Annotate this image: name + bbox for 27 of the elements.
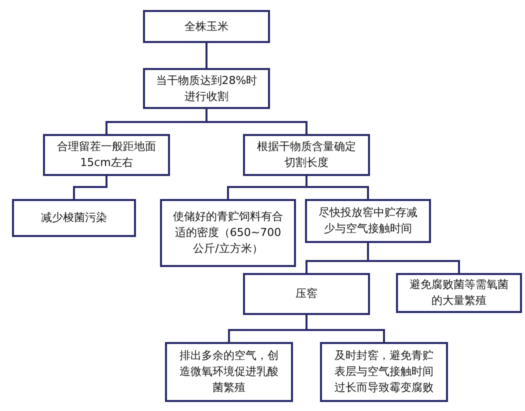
box-text: 及时封窖，避免青贮表层与空气接触时间过长而导致霉变腐败	[334, 348, 434, 396]
box-text: 尽快投放窖中贮存减少与空气接触时间	[318, 205, 418, 237]
process-box	[143, 68, 270, 109]
process-box	[160, 199, 296, 267]
box-text: 根据干物质含量确定切割长度	[256, 139, 357, 171]
box-text: 压窖	[296, 286, 318, 302]
box-text: 使储好的青贮饲料有合适的密度（650~700公斤/立方米）	[172, 209, 284, 257]
box-text: 全株玉米	[184, 18, 228, 34]
process-box	[143, 10, 270, 43]
box-text: 避免腐败菌等需氧菌的大量繁殖	[408, 277, 510, 309]
connector-line	[73, 176, 108, 199]
process-box	[396, 273, 522, 313]
box-text: 当干物质达到28%时进行收割	[154, 72, 258, 104]
process-box	[320, 342, 448, 402]
process-box	[243, 134, 370, 176]
process-box	[165, 342, 293, 402]
connector-line	[306, 315, 385, 342]
connector-line	[306, 176, 369, 199]
process-box	[305, 199, 431, 243]
process-box	[243, 273, 370, 315]
box-text: 排出多余的空气，创造微氧环境促进乳酸菌繁殖	[178, 348, 280, 396]
process-box	[43, 134, 170, 176]
process-box	[12, 199, 136, 237]
connector-line	[206, 43, 208, 68]
box-text: 合理留茬一般距地面15cm左右	[56, 139, 157, 171]
box-text: 减少梭菌污染	[41, 210, 107, 226]
connector-line	[367, 243, 460, 273]
